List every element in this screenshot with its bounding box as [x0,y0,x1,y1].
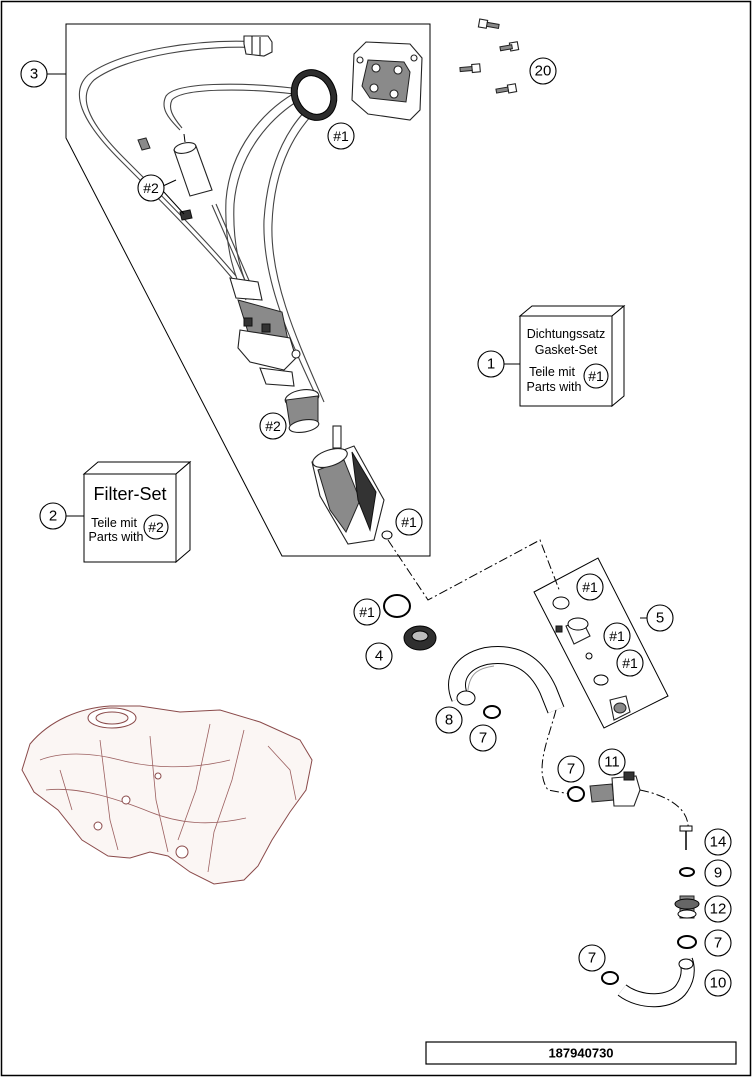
svg-text:1: 1 [487,356,495,373]
svg-text:7: 7 [479,730,487,747]
hose-clamp-b [677,935,697,949]
callout-7-c: 7 [704,929,732,957]
ref-filter-strainer: #2 [259,412,287,440]
ref-filter-inline: #2 [137,174,185,215]
callout-7-d: 7 [578,944,606,972]
ref-seal-loose: #1 [353,598,381,626]
quick-connector [567,771,641,807]
gasket-box-line1: Dichtungssatz [527,327,606,341]
callout-3: 3 [20,60,48,88]
fuel-pump-head [229,277,301,387]
callout-5: 5 [646,604,674,632]
svg-text:3: 3 [30,66,38,83]
svg-text:20: 20 [535,63,552,80]
callout-7-b: 7 [557,755,585,783]
callout-12: 12 [704,895,732,923]
filter-box-ref: #2 [143,514,169,540]
svg-text:#2: #2 [143,180,159,196]
svg-text:7: 7 [588,950,596,967]
fuel-hose-lower [617,957,695,1008]
doc-number: 187940730 [548,1046,613,1061]
callout-9: 9 [704,859,732,887]
gasket-box-line4: Parts with [527,380,582,394]
gasket-box-line2: Gasket-Set [535,343,598,357]
fitting-group-parts [552,596,631,721]
pump-outlet-o-ring [381,530,393,540]
gasket-box-line3: Teile mit [529,365,575,379]
hose-clamp-a [483,705,501,719]
svg-text:7: 7 [567,761,575,778]
filter-box-line1: Teile mit [91,516,137,530]
svg-text:14: 14 [710,834,727,851]
svg-text:9: 9 [714,865,722,882]
gasket-box-ref: #1 [583,363,609,389]
callout-10: 10 [704,969,732,997]
svg-text:#1: #1 [622,655,638,671]
small-o-ring [679,867,695,877]
callout-1: 1 [477,350,505,378]
callout-8: 8 [435,706,463,734]
pump-flange [351,41,423,121]
hose-clamp-c [601,971,619,985]
filter-box-line2: Parts with [89,530,144,544]
svg-text:8: 8 [445,712,453,729]
svg-text:10: 10 [710,975,727,992]
svg-text:5: 5 [656,610,664,627]
seal-washer [403,625,437,651]
svg-text:4: 4 [375,648,383,665]
hose-nipple [674,895,700,919]
callout-20: 20 [529,57,557,85]
pump-strainer [284,389,320,434]
gasket-set-box [518,304,626,408]
flange-screws [459,18,520,94]
callout-14: 14 [704,828,732,856]
svg-text:#2: #2 [265,418,281,434]
fitting-pin [679,825,693,850]
ref-seal-pump: #1 [395,508,423,536]
fuel-pump-body [311,425,385,545]
filter-set-box [82,460,192,564]
callout-11: 11 [598,748,626,776]
svg-text:11: 11 [604,754,620,771]
svg-text:12: 12 [710,901,727,918]
flange-o-ring [290,69,338,121]
callout-7-a: 7 [469,724,497,752]
hose-route-a [541,709,571,795]
svg-text:#1: #1 [588,368,604,384]
svg-text:2: 2 [49,508,57,525]
hose-route-b [639,789,689,831]
ref-seal-fitting-b: #1 [603,622,631,650]
doc-number-box: 187940730 [425,1041,737,1065]
svg-text:#1: #1 [609,628,625,644]
wire-connector [243,35,273,57]
assembly-line [387,539,561,601]
svg-text:#1: #1 [359,604,375,620]
fuel-hose-bent [448,646,565,714]
svg-text:7: 7 [714,935,722,952]
filter-box-title: Filter-Set [93,484,166,504]
svg-text:#1: #1 [582,579,598,595]
fuel-tank [21,705,313,885]
callout-4: 4 [365,642,393,670]
ref-seal-fitting-c: #1 [616,649,644,677]
svg-text:#1: #1 [333,128,349,144]
svg-text:#1: #1 [401,514,417,530]
seal-ring [383,594,411,618]
svg-text:#2: #2 [148,519,164,535]
ref-seal-flange: #1 [327,122,355,150]
pump-assembly-group-outline [65,23,431,557]
callout-2: 2 [39,502,67,530]
fitting-group-outline [533,557,669,729]
ref-seal-fitting-a: #1 [576,573,604,601]
